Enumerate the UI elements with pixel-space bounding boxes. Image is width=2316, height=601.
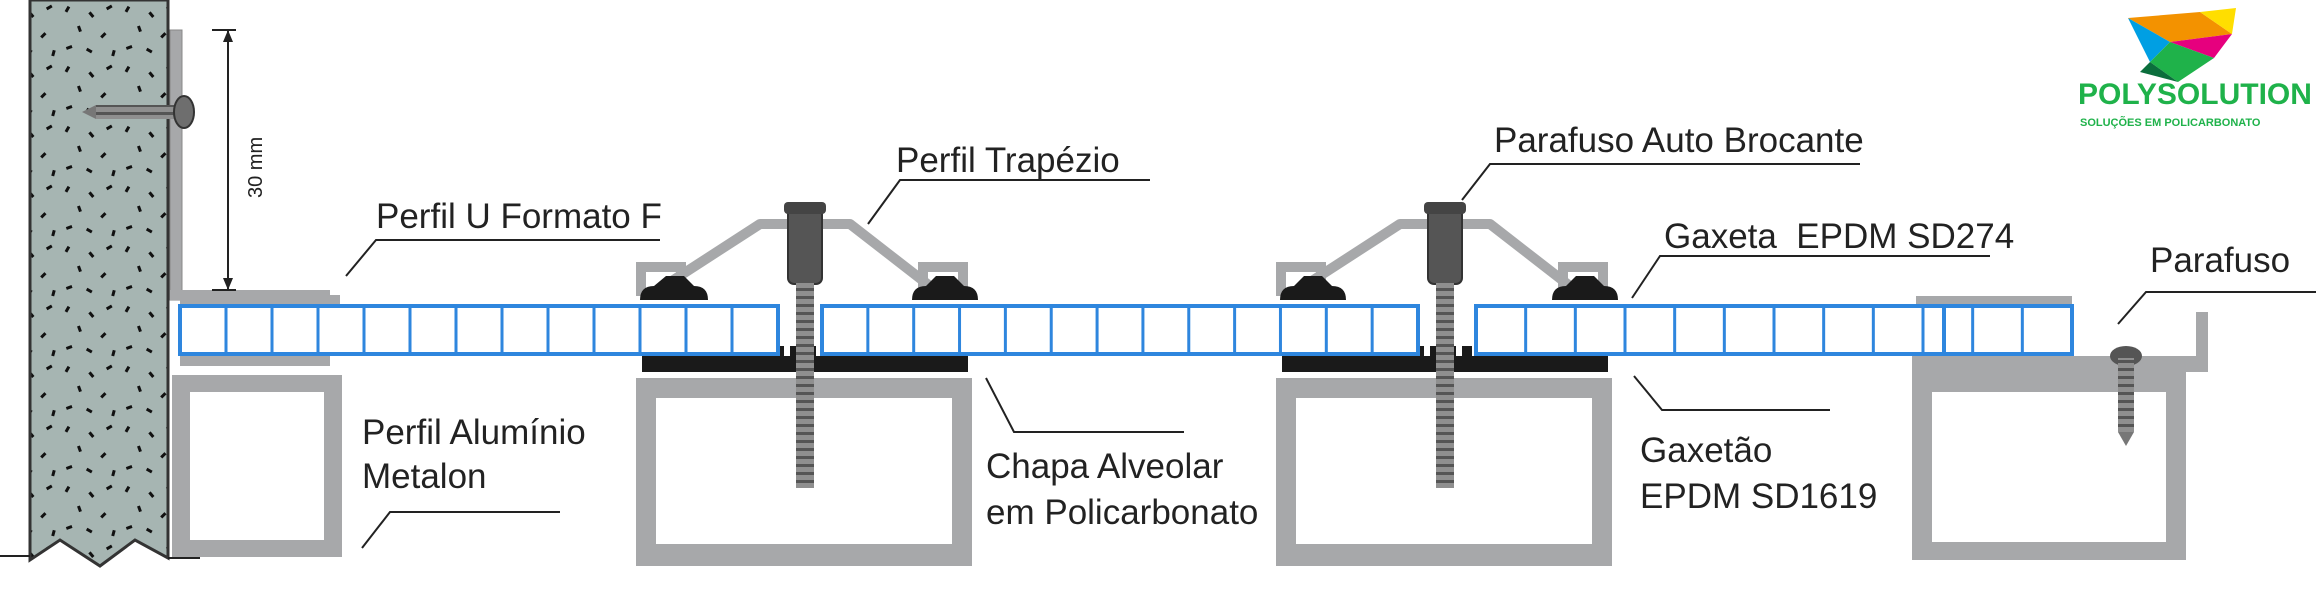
label-parafuso: Parafuso xyxy=(2150,241,2290,280)
logo-brand: POLYSOLUTION xyxy=(2078,78,2312,111)
parafuso-auto-brocante-1 xyxy=(784,202,826,488)
label-perfil-u: Perfil U Formato F xyxy=(376,197,662,236)
label-gaxetao-1: Gaxetão xyxy=(1640,431,1772,470)
gaxeta-top xyxy=(640,276,1618,300)
label-chapa-1: Chapa Alveolar xyxy=(986,447,1224,486)
perfil-u-left xyxy=(180,295,340,366)
label-gaxetao-2: EPDM SD1619 xyxy=(1640,477,1877,516)
logo-mark-icon xyxy=(2128,8,2236,82)
label-perfil-aluminio-2: Metalon xyxy=(362,457,487,496)
label-perfil-trapezio: Perfil Trapézio xyxy=(896,141,1120,180)
parafuso-auto-brocante-2 xyxy=(1424,202,1466,488)
dimension-30mm: 30 mm xyxy=(212,29,267,291)
chapa-alveolar-3 xyxy=(1474,304,2074,356)
wall-screw xyxy=(82,95,195,129)
metalon-tube-center-2 xyxy=(1276,378,1612,566)
leader-lines xyxy=(345,163,2316,549)
label-chapa-2: em Policarbonato xyxy=(986,493,1258,532)
chapa-alveolar-1 xyxy=(178,304,780,356)
logo-tagline: SOLUÇÕES EM POLICARBONATO xyxy=(2080,116,2261,129)
polysolution-logo: POLYSOLUTION SOLUÇÕES EM POLICARBONATO xyxy=(2078,8,2312,129)
chapa-alveolar-2 xyxy=(820,304,1420,356)
label-perfil-aluminio-1: Perfil Alumínio xyxy=(362,413,586,452)
dimension-label: 30 mm xyxy=(245,137,267,198)
metalon-tube-center-1 xyxy=(636,378,972,566)
parafuso-right xyxy=(2110,346,2142,446)
perfil-u-right xyxy=(1916,296,2072,364)
label-gaxeta: Gaxeta EPDM SD274 xyxy=(1664,217,2014,256)
chapa-alveolar-group xyxy=(178,304,2074,356)
label-parafuso-auto: Parafuso Auto Brocante xyxy=(1494,121,1864,160)
chapa-alveolar-3-end xyxy=(1942,304,2074,356)
metalon-tube-left xyxy=(172,375,342,557)
concrete-wall xyxy=(0,0,200,568)
